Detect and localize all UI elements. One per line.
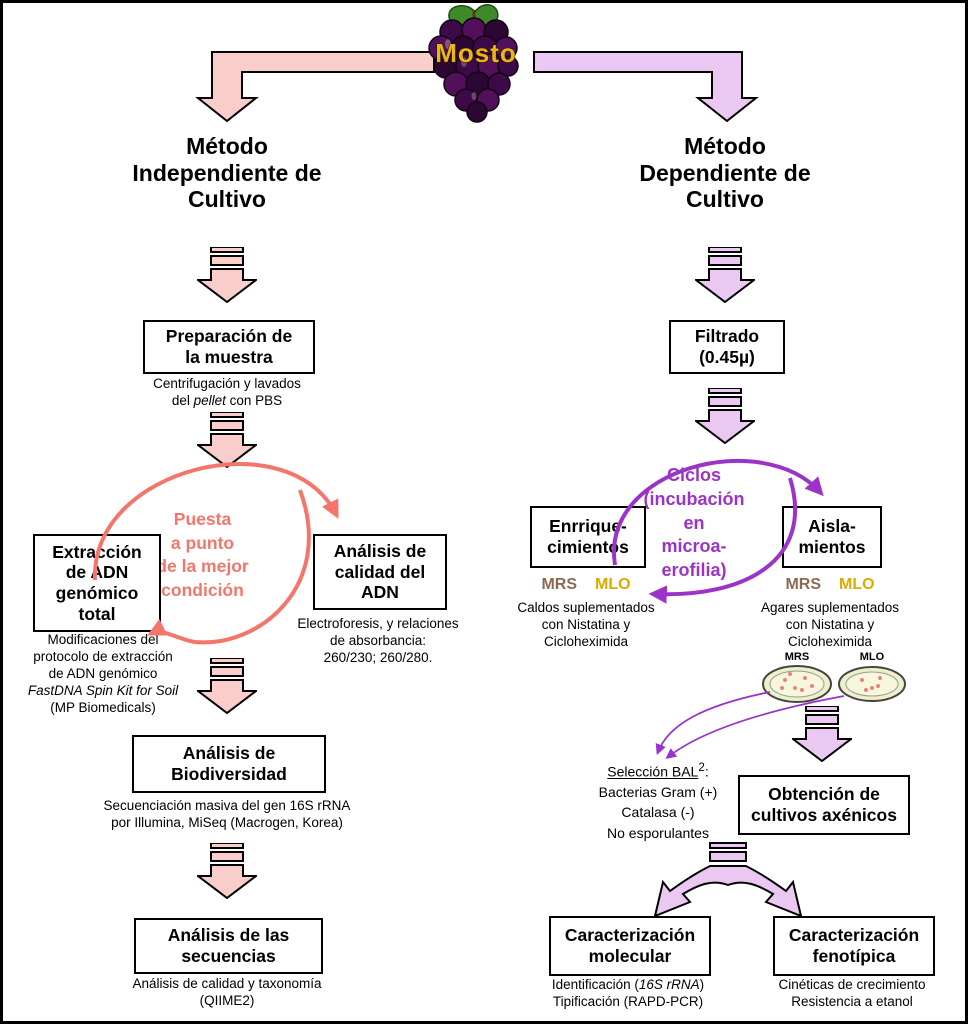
dna-extraction-box: Extracción de ADN genómico total: [33, 534, 161, 632]
grape-cluster-illustration: [428, 4, 519, 123]
note-line: del pellet con PBS: [117, 393, 337, 410]
note-line: Centrifugación y lavados: [153, 376, 301, 391]
mrs-dish-label: MRS: [784, 651, 810, 663]
left-elbow-arrow: [195, 51, 435, 123]
right-elbow-arrow: [533, 51, 759, 123]
selection-heading: Selección BAL2:: [568, 760, 748, 782]
sample-preparation-box: Preparación de la muestra: [143, 320, 315, 374]
petri-dish-mlo-icon: [838, 666, 906, 702]
note-italic-text: FastDNA Spin Kit for Soil: [27, 682, 179, 698]
mlo-medium-label: MLO: [595, 576, 631, 593]
sample-preparation-note: Centrifugación y lavados del pellet con …: [117, 376, 337, 410]
note-line: Tipificación (RAPD-PCR): [552, 993, 704, 1009]
note-text: con PBS: [225, 392, 283, 408]
mrs-medium-label: MRS: [785, 576, 821, 593]
selection-superscript: 2: [698, 761, 705, 774]
sequence-analysis-box: Análisis de las secuencias: [134, 918, 323, 974]
note-italic-text: pellet: [193, 392, 226, 408]
mlo-medium-label: MLO: [839, 576, 875, 593]
note-lines: Modificaciones del protocolo de extracci…: [33, 632, 173, 681]
split-arrow-icon: [653, 842, 803, 918]
molecular-characterization-box: Caracterización molecular: [549, 916, 711, 976]
selection-colon: :: [704, 763, 709, 780]
optimization-cycle-label: Puesta a punto de la mejor condición: [156, 509, 249, 600]
note-text: Identificación (: [551, 977, 639, 992]
dna-quality-note: Electroforesis, y relaciones de absorban…: [297, 616, 459, 665]
phenotypic-characterization-note: Cinéticas de crecimiento Resistencia a e…: [778, 977, 926, 1009]
phenotypic-characterization-box: Caracterización fenotípica: [773, 916, 935, 976]
incubation-cycle-label: Ciclos (incubación en microa- erofilia): [643, 465, 745, 580]
filtration-box: Filtrado (0.45µ): [669, 320, 785, 374]
right-branch-title: Método Dependiente de Cultivo: [639, 133, 811, 213]
biodiversity-analysis-note: Secuenciación masiva del gen 16S rRNA po…: [103, 798, 351, 830]
left-branch-title: Método Independiente de Cultivo: [132, 133, 322, 213]
biodiversity-analysis-box: Análisis de Biodiversidad: [132, 735, 326, 793]
lab-selection-criteria: Selección BAL2: Bacterias Gram (+) Catal…: [568, 760, 748, 843]
note-text: ): [699, 977, 705, 992]
selection-criteria-lines: Bacterias Gram (+) Catalasa (-) No espor…: [598, 783, 718, 841]
enrichment-media-row: MRS MLO: [530, 576, 642, 594]
note-line: Identificación (16S rRNA): [528, 977, 728, 994]
note-italic-text: 16S rRNA: [638, 977, 700, 992]
dna-extraction-note: Modificaciones del protocolo de extracci…: [10, 632, 196, 716]
isolation-media-row: MRS MLO: [782, 576, 878, 594]
mosto-label: Mosto: [435, 38, 517, 68]
mrs-medium-label: MRS: [541, 576, 577, 593]
note-line: (MP Biomedicals): [50, 699, 156, 715]
isolation-note: Agares suplementados con Nistatina y Cic…: [760, 600, 900, 649]
isolation-box: Aisla- mientos: [782, 506, 882, 568]
selection-underlined-text: Selección BAL: [607, 763, 699, 780]
sequence-analysis-note: Análisis de calidad y taxonomía (QIIME2): [132, 976, 322, 1008]
dna-quality-box: Análisis de calidad del ADN: [313, 534, 447, 610]
axenic-cultures-box: Obtención de cultivos axénicos: [738, 775, 910, 835]
enrichment-note: Caldos suplementados con Nistatina y Cic…: [517, 600, 655, 649]
molecular-characterization-note: Identificación (16S rRNA) Tipificación (…: [528, 977, 728, 1011]
note-text: del: [171, 392, 194, 408]
enrichment-box: Enrrique- cimientos: [530, 506, 646, 568]
mlo-dish-label: MLO: [859, 651, 885, 663]
